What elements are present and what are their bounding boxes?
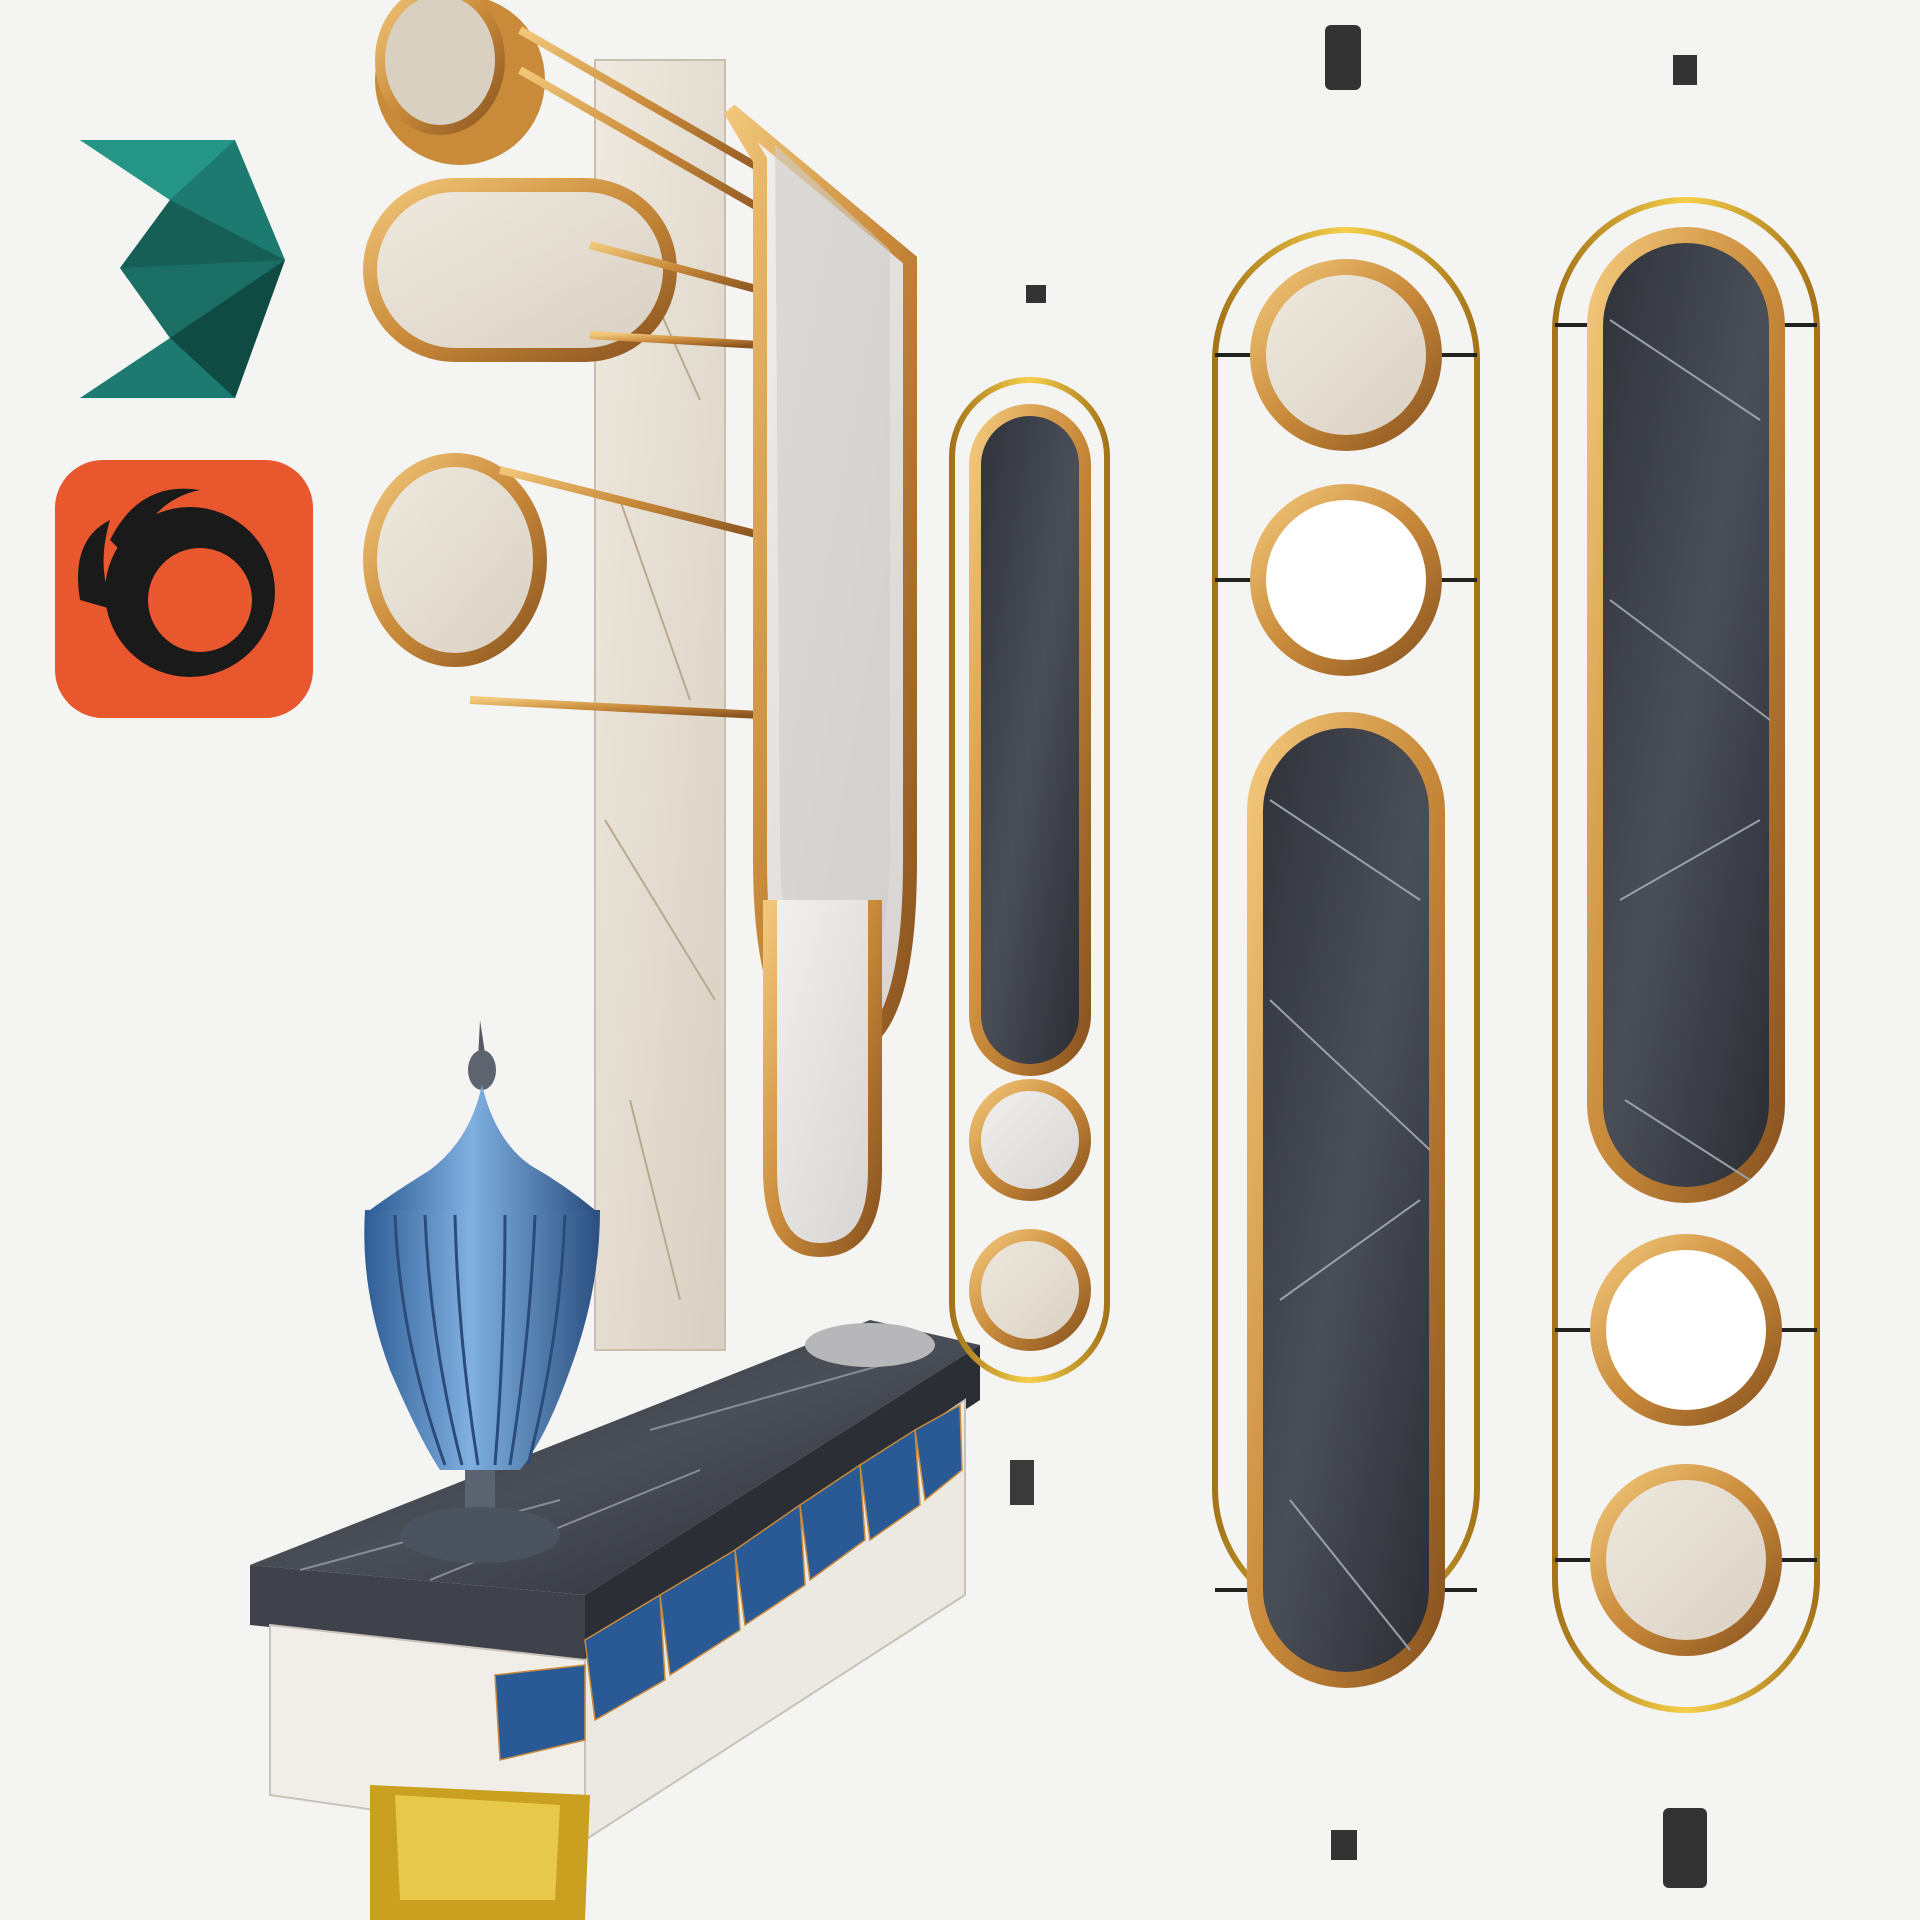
corona-renderer-icon: [55, 460, 313, 718]
vase: [364, 1020, 600, 1563]
3ds-max-icon: [80, 140, 285, 398]
room-divider-panel-large-a: [1212, 25, 1480, 1860]
room-divider-panel-large-b: [1552, 55, 1820, 1888]
room-divider-panel-small: [949, 285, 1110, 1505]
console-table-with-vase: [250, 0, 980, 1920]
